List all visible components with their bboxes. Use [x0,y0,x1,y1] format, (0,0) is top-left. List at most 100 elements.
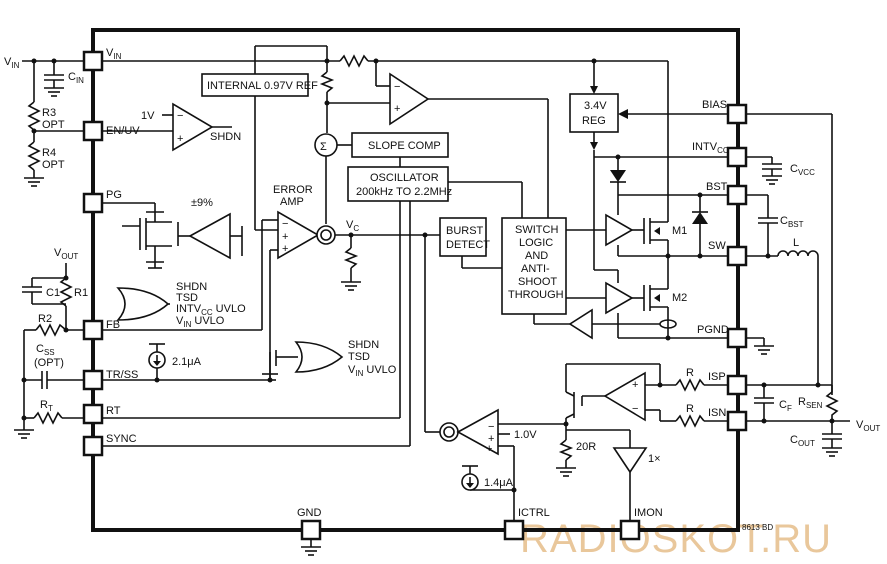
pin-fb-label: FB [106,319,120,331]
r20-label: 20R [576,441,596,453]
pin-fb [82,319,104,341]
vout-right-label: VOUT [856,419,880,433]
pin-vin-label: VIN [106,47,122,61]
svg-text:−: − [282,218,288,230]
part-code: 8613 BD [742,523,773,532]
pin-intvcc-label: INTVCC [692,141,729,155]
summing-symbol: Σ [320,141,327,153]
pin-bias-label: BIAS [702,99,727,111]
svg-text:−: − [488,421,494,433]
pg-window-label: ±9% [191,197,213,209]
or1-tsd: TSD [176,292,198,304]
shdn-comparator-label: SHDN [210,131,241,143]
burst-line1: BURST [446,225,484,237]
vin-sense-comparator [389,72,430,126]
pin-ictrl-label: ICTRL [518,507,550,519]
svg-text:+: + [486,443,492,455]
pin-pg [82,192,104,214]
pin-rt [82,403,104,425]
or2-shdn: SHDN [348,339,379,351]
pin-trss-label: TR/SS [106,369,138,381]
reg-line1: 3.4V [584,100,607,112]
r1-label: R1 [74,287,88,299]
switch-logic-block [501,217,567,315]
pin-imon [619,519,641,541]
svg-text:OPT: OPT [42,119,65,131]
pin-vin [82,50,104,72]
cf-label: CF [779,399,792,413]
pin-bst [726,184,748,206]
or1-intvcc-uvlo: INTVCC UVLO [176,303,246,317]
current-1-4ua-label: 1.4μA [484,477,514,489]
bottom-gate-driver [605,281,634,315]
pin-sync [82,435,104,457]
logic-line6: THROUGH [508,289,564,301]
pin-intvcc [726,146,748,168]
one-x-label: 1× [648,453,661,465]
pin-ictrl [503,519,525,541]
internal-reference-label: INTERNAL 0.97V REF [207,80,318,92]
svg-text:+: + [282,231,288,243]
svg-text:+: + [177,133,183,145]
slope-comp-label: SLOPE COMP [368,140,441,152]
ictrl-error-amp [456,408,499,456]
pin-gnd [300,519,322,541]
c1-label: C1 [46,287,60,299]
pin-sync-label: SYNC [106,433,137,445]
inductor-label: L [793,237,799,249]
pin-bst-label: BST [706,181,728,193]
pin-sw [726,245,748,267]
or2-vin-uvlo: VIN UVLO [348,364,397,378]
fault-or-gate [116,287,170,321]
pin-sw-label: SW [708,240,726,252]
r-bot-label: R [686,403,694,415]
cout-label: COUT [790,434,815,448]
pin-enuv [82,120,104,142]
cin-label: CIN [68,71,84,85]
oscillator-line2: 200kHz TO 2.2MHz [356,186,452,198]
svg-text:+: + [394,103,400,115]
error-amplifier [277,210,320,260]
pin-gnd-label: GND [297,507,322,519]
or1-vin-uvlo: VIN UVLO [176,315,225,329]
slope-comp-block [351,132,449,158]
logic-line5: SHOOT [518,276,557,288]
css-label: CSS [36,343,55,357]
softstart-or-gate [294,341,344,373]
top-gate-driver [605,213,634,247]
burst-line2: DETECT [446,239,490,251]
svg-text:+: + [632,379,638,391]
r-top-label: R [686,367,694,379]
logic-line3: AND [525,250,548,262]
m1-label: M1 [672,225,687,237]
pg-window-comparator [188,212,231,260]
oscillator-block [347,166,449,202]
vin-external-label: VIN [4,56,20,70]
one-volt-label: 1V [141,110,155,122]
pin-isp [726,374,748,396]
oscillator-line1: OSCILLATOR [370,172,439,184]
cbst-label: CBST [780,215,804,229]
logic-line2: LOGIC [519,237,553,249]
burst-detect-block [439,217,487,257]
regulator-block [569,93,619,133]
svg-text:−: − [394,81,400,93]
pin-pg-label: PG [106,189,122,201]
enable-comparator [172,102,214,152]
svg-text:−: − [177,110,183,122]
r3-label: R3 [42,107,56,119]
error-amp-line1: ERROR [273,184,313,196]
svg-text:−: − [632,403,638,415]
logic-line4: ANTI- [521,263,550,275]
logic-line1: SWITCH [515,224,558,236]
svg-text:+: + [488,433,494,445]
svg-text:+: + [282,243,288,255]
or1-shdn: SHDN [176,281,207,293]
vc-label: VC [346,219,359,233]
current-sense-amp [568,308,593,340]
current-2-1ua-label: 2.1μA [172,356,202,368]
pin-pgnd [726,327,748,349]
imon-buffer [612,447,648,474]
one-volt-ref-label: 1.0V [514,429,537,441]
